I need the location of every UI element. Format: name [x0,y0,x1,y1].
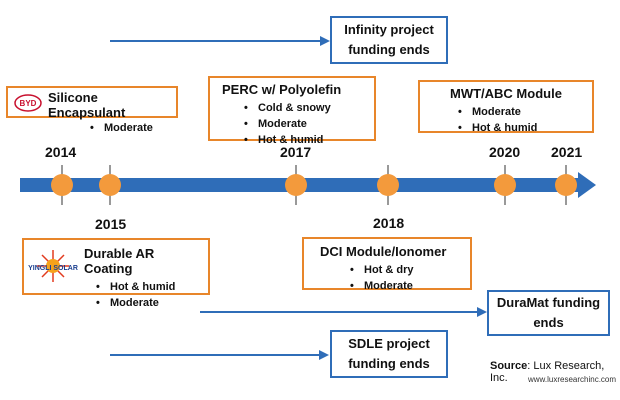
duramat-funding-box: DuraMat funding ends [487,290,610,336]
yingli-logo: YINGLI SOLAR [28,246,78,286]
timeline-markers [51,174,577,196]
marker-2018 [377,174,399,196]
svg-text:YINGLI SOLAR: YINGLI SOLAR [28,265,78,272]
silicone-item: Moderate [90,120,170,136]
infinity-funding-box: Infinity project funding ends [330,16,448,64]
dci-callout: DCI Module/Ionomer Hot & dry Moderate [302,237,472,292]
year-2014: 2014 [45,144,77,160]
sdle-line2: funding ends [348,356,430,371]
silicone-title: Silicone Encapsulant [48,90,126,120]
dci-title: DCI Module/Ionomer [320,244,447,259]
year-2017: 2017 [280,144,312,160]
source-label: Source [490,360,528,372]
duramat-line1: DuraMat funding [496,295,601,310]
mwt-item: Moderate [458,104,584,120]
dci-item: Hot & dry [350,262,462,278]
year-2020: 2020 [489,144,521,160]
marker-2020 [494,174,516,196]
source-credit: Source: Lux Research, Inc. [490,360,620,384]
mwt-title: MWT/ABC Module [450,86,562,101]
sdle-funding-box: SDLE project funding ends [330,330,448,378]
byd-logo: BYD [14,94,42,112]
sdle-line1: SDLE project [348,336,430,351]
year-2018: 2018 [373,215,405,231]
ar-callout: YINGLI SOLAR Durable AR Coating Hot & hu… [22,238,210,309]
marker-2015 [99,174,121,196]
perc-item: Hot & humid [244,132,366,148]
source-url: www.luxresearchinc.com [528,375,617,384]
ar-item: Hot & humid [96,279,200,295]
perc-item: Moderate [244,116,366,132]
duramat-line2: ends [533,315,564,330]
mwt-item: Hot & humid [458,120,584,136]
marker-2021 [555,174,577,196]
ar-title: Durable AR Coating [84,246,155,276]
duramat-arrow [200,307,487,317]
marker-2014 [51,174,73,196]
svg-text:BYD: BYD [20,99,37,108]
marker-2017 [285,174,307,196]
perc-title: PERC w/ Polyolefin [222,82,342,97]
ar-item: Moderate [96,295,200,311]
perc-callout: PERC w/ Polyolefin Cold & snowy Moderate… [208,76,376,146]
source-text: : Lux Research, Inc. [490,360,605,384]
infinity-line1: Infinity project [344,22,434,37]
silicone-callout: BYD Silicone Encapsulant Moderate [6,86,178,134]
sdle-arrow [110,350,329,360]
mwt-callout: MWT/ABC Module Moderate Hot & humid [418,80,594,136]
infinity-arrow [110,36,330,46]
year-2015: 2015 [95,216,127,232]
year-2021: 2021 [551,144,583,160]
infinity-line2: funding ends [348,42,430,57]
dci-item: Moderate [350,278,462,294]
perc-item: Cold & snowy [244,100,366,116]
